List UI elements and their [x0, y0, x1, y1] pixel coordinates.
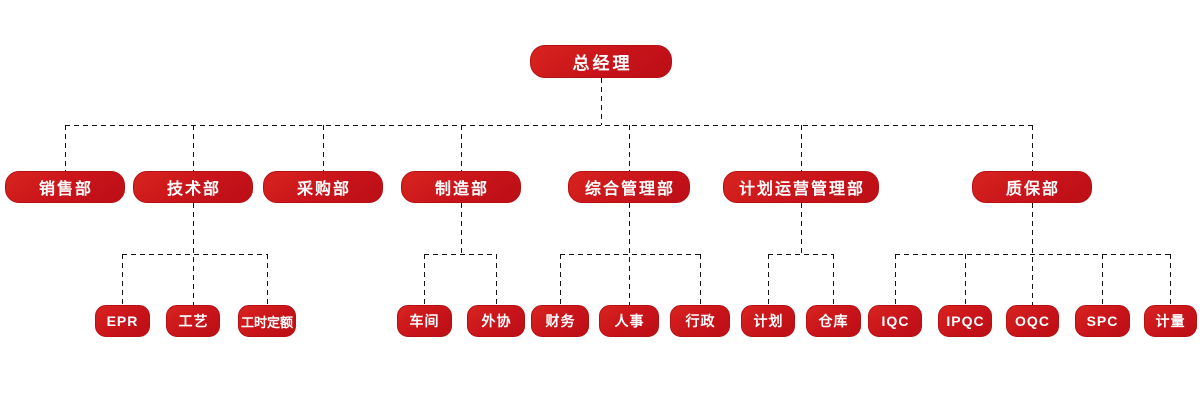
org-node-planning-ops-dept: 计划运营管理部	[723, 171, 879, 203]
org-node-qa-dept: 质保部	[972, 171, 1092, 203]
org-node-manufacturing-dept: 制造部	[401, 171, 521, 203]
org-node-tech-dept: 技术部	[133, 171, 253, 203]
org-node-process: 工艺	[166, 305, 220, 337]
org-node-outsourcing: 外协	[467, 305, 525, 337]
org-node-metrology: 计量	[1143, 305, 1197, 337]
org-node-iqc: IQC	[868, 305, 922, 337]
org-node-spc: SPC	[1074, 305, 1130, 337]
org-node-sales-dept: 销售部	[5, 171, 125, 203]
org-node-warehouse: 仓库	[805, 305, 861, 337]
org-node-planning: 计划	[741, 305, 795, 337]
org-node-hr: 人事	[599, 305, 659, 337]
org-node-general-manager: 总经理	[530, 45, 672, 78]
org-node-purchasing-dept: 采购部	[263, 171, 383, 203]
org-node-labor-quota: 工时定额	[238, 305, 296, 337]
org-node-ipqc: IPQC	[938, 305, 992, 337]
org-node-administration: 行政	[670, 305, 730, 337]
org-node-finance: 财务	[531, 305, 589, 337]
org-node-workshop: 车间	[396, 305, 452, 337]
org-node-general-admin-dept: 综合管理部	[568, 171, 690, 203]
org-node-oqc: OQC	[1005, 305, 1059, 337]
org-node-epr: EPR	[94, 305, 150, 337]
